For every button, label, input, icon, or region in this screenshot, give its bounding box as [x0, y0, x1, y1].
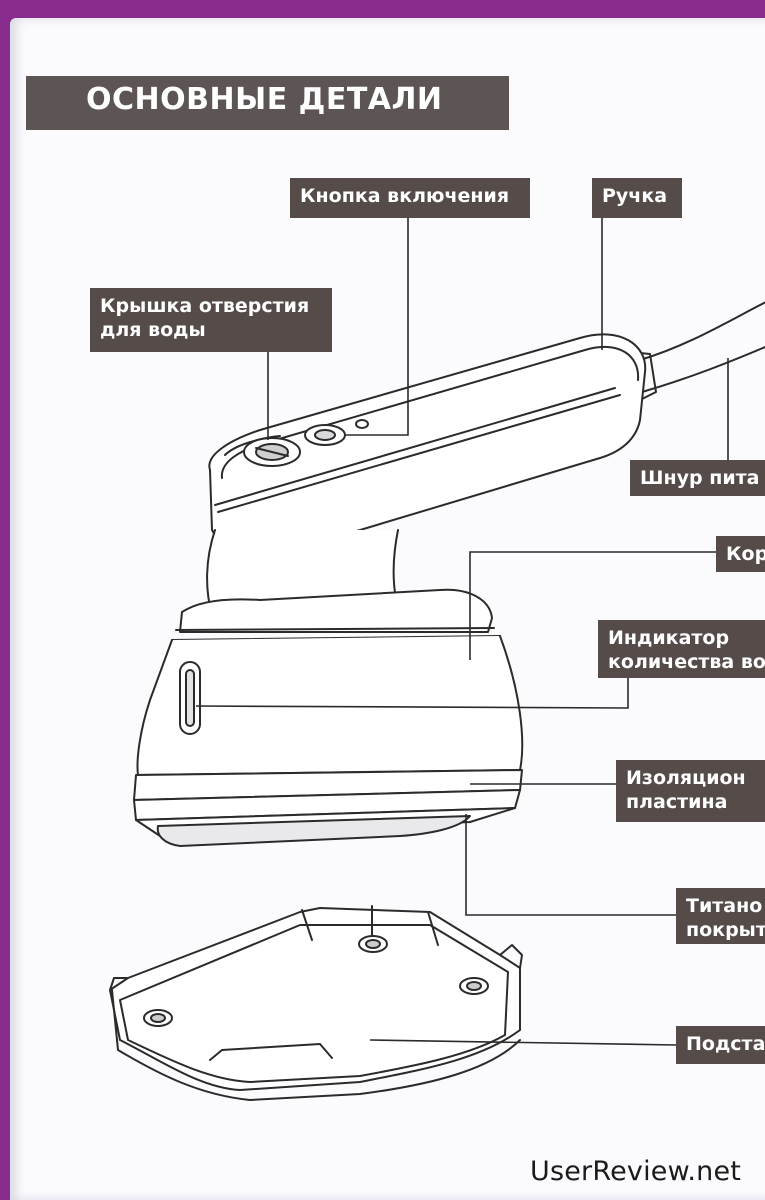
label-body: Кор	[716, 536, 765, 572]
label-power-button-text: Кнопка включения	[300, 185, 510, 207]
section-title: ОСНОВНЫЕ ДЕТАЛИ	[86, 82, 443, 117]
label-power-button: Кнопка включения	[290, 178, 530, 218]
label-titanium-sole-line2: покрыт	[686, 919, 765, 941]
label-water-cap: Крышка отверстия для воды	[90, 288, 332, 352]
body-drawing	[133, 588, 524, 847]
power-cord-drawing	[639, 301, 765, 361]
label-water-indicator-line2: количества во	[608, 651, 765, 673]
stand-drawing	[109, 905, 523, 1101]
label-water-indicator: Индикатор количества во	[598, 620, 765, 678]
leader-body	[469, 551, 716, 660]
titanium-sole-drawing	[156, 815, 471, 847]
label-stand: Подста	[676, 1026, 765, 1064]
label-insulation-plate: Изоляцион пластина	[616, 760, 765, 822]
label-water-cap-line2: для воды	[100, 319, 206, 341]
label-insulation-plate-line1: Изоляцион	[626, 767, 746, 789]
label-water-indicator-line1: Индикатор	[608, 627, 730, 649]
label-power-cord: Шнур пита	[630, 460, 765, 496]
label-insulation-plate-line2: пластина	[626, 791, 728, 813]
leader-power-button	[345, 218, 409, 436]
leader-titanium	[465, 814, 676, 916]
label-handle: Ручка	[592, 178, 682, 218]
watermark-text: UserReview.net	[530, 1156, 742, 1187]
label-titanium-sole-line1: Титано	[686, 895, 763, 917]
label-power-cord-text: Шнур пита	[640, 467, 760, 489]
leader-stand	[369, 1039, 677, 1046]
leader-indicator	[195, 672, 629, 709]
label-water-cap-line1: Крышка отверстия	[100, 295, 310, 317]
label-stand-text: Подста	[686, 1033, 765, 1055]
section-title-bar: ОСНОВНЫЕ ДЕТАЛИ	[26, 76, 509, 130]
label-handle-text: Ручка	[602, 185, 668, 207]
label-body-text: Кор	[726, 543, 765, 565]
label-titanium-sole: Титано покрыт	[676, 888, 765, 944]
